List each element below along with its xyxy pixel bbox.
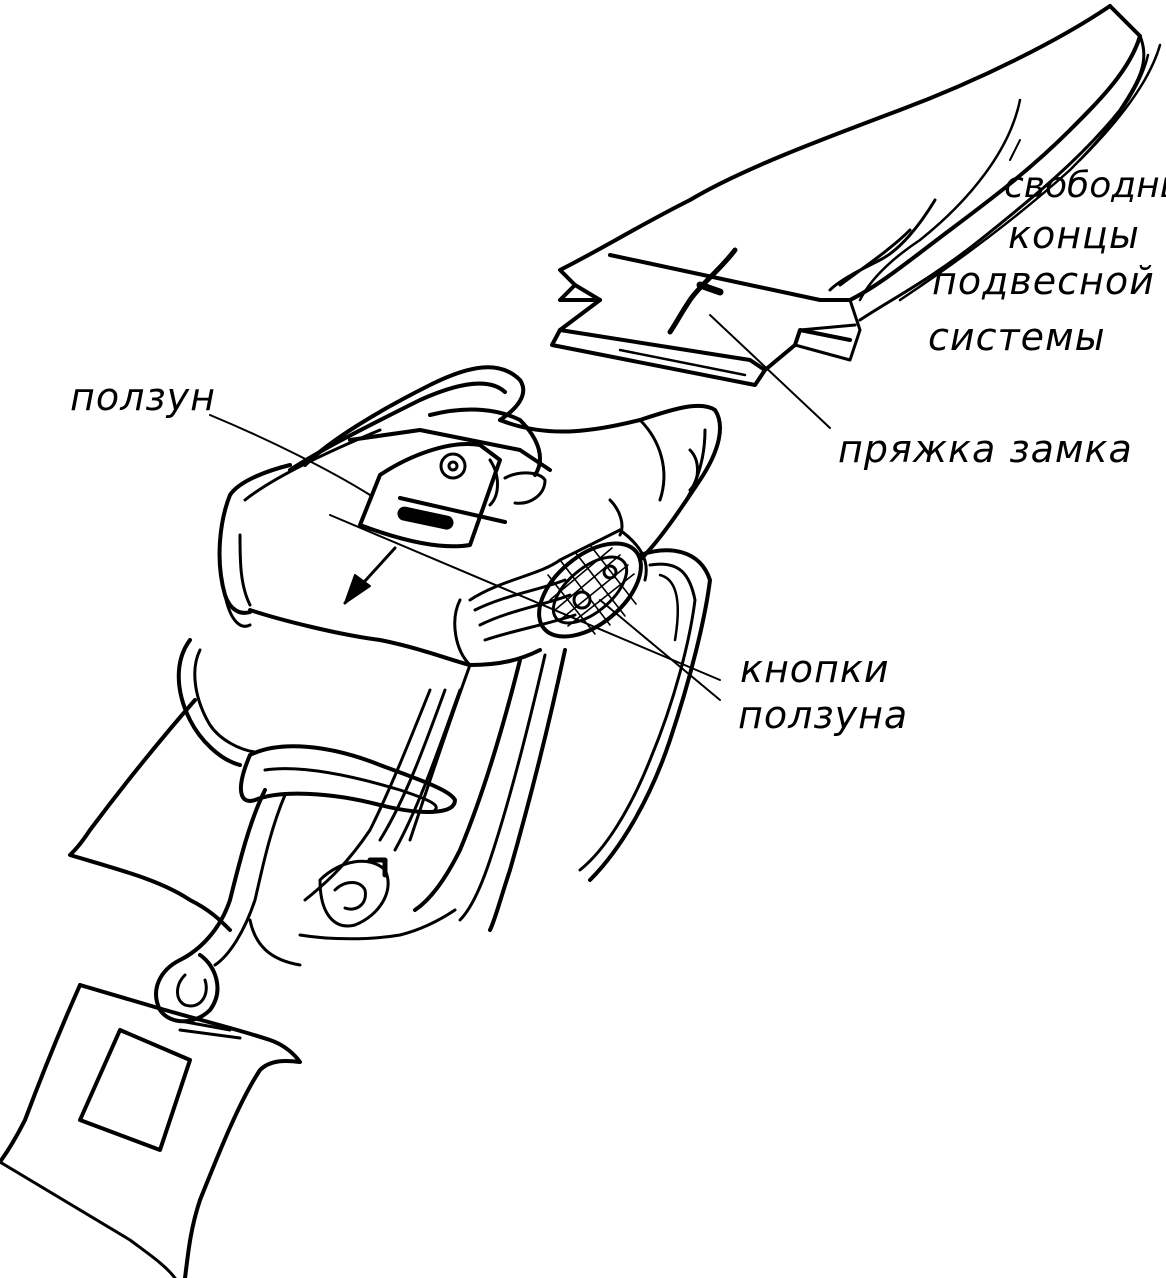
- seal-tag: [0, 955, 300, 1278]
- label-free-ends-line-3: подвесной: [932, 259, 1155, 303]
- slider-buttons: [522, 525, 658, 654]
- leader-slider: [210, 415, 370, 495]
- label-slider-buttons-line-2: ползуна: [738, 693, 909, 737]
- label-slider: ползун: [70, 375, 216, 419]
- label-slider-buttons-line-1: кнопки: [740, 647, 890, 691]
- leader-buckle: [710, 315, 830, 428]
- free-ends-strap: [552, 6, 1160, 385]
- leader-buttons-2: [600, 600, 720, 700]
- lock-frame: [220, 367, 720, 665]
- label-free-ends-line-4: системы: [928, 315, 1106, 359]
- label-free-ends-line-2: концы: [1008, 213, 1140, 257]
- label-buckle: пряжка замка: [838, 427, 1133, 471]
- leader-lines: [210, 140, 1020, 700]
- leader-buttons-1: [330, 515, 720, 680]
- lower-strap: [70, 550, 710, 965]
- label-free-ends-line-1: свободные: [1004, 165, 1166, 206]
